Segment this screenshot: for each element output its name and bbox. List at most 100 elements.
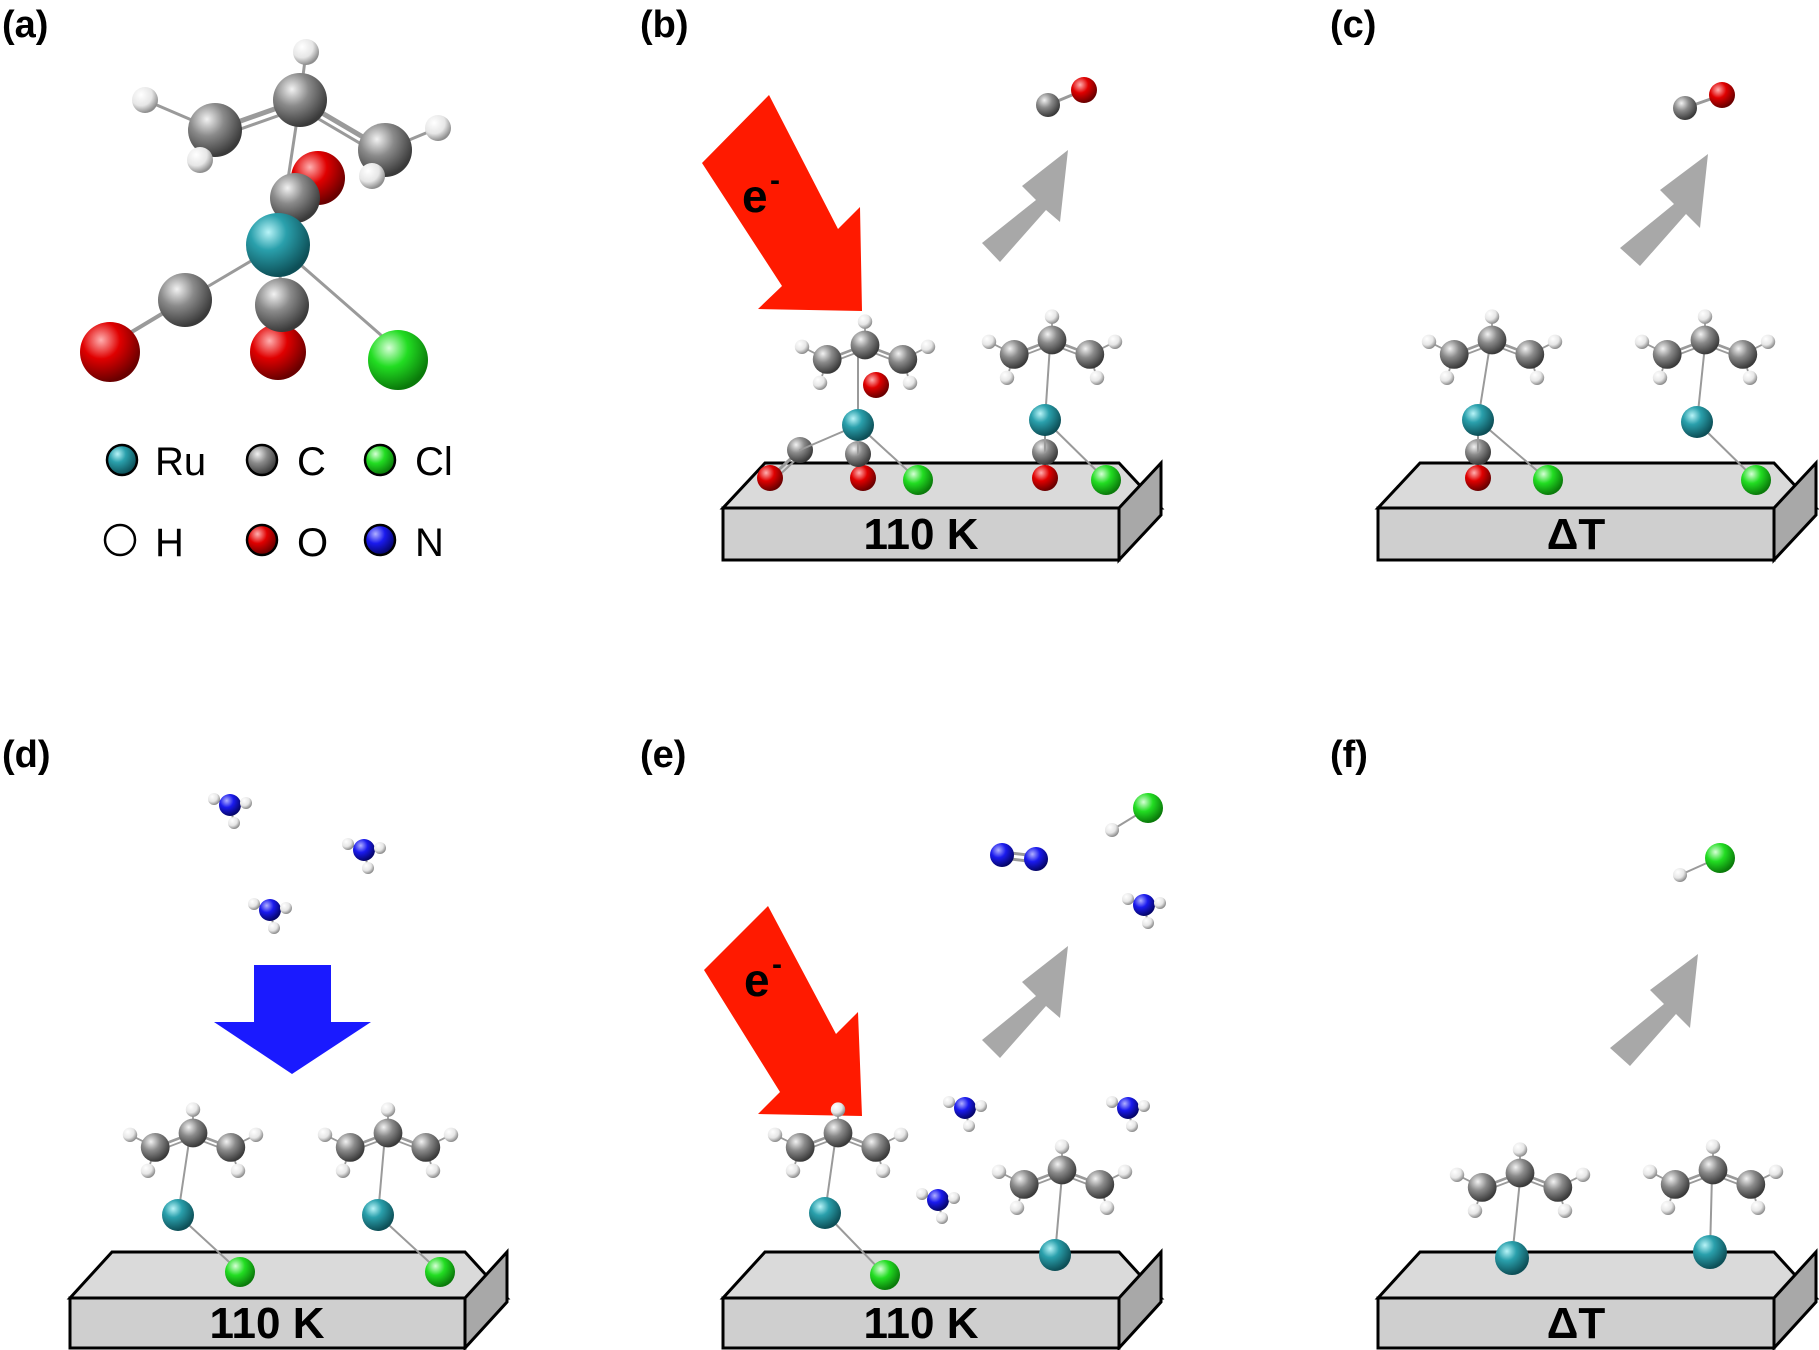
ruthenium-atom: [809, 1197, 841, 1229]
legend-ru-label: Ru: [155, 440, 206, 484]
surface-slab-d: 110 K: [66, 1248, 511, 1350]
ruthenium-atom: [842, 409, 874, 441]
hydrogen-atom: [1126, 1120, 1138, 1132]
desorption-arrow-c-body: [1620, 154, 1708, 266]
hydrogen-atom: [380, 1102, 396, 1117]
carbon-atom: [216, 1133, 246, 1162]
hydrogen-atom: [1467, 1203, 1483, 1219]
carbon-atom: [1047, 1155, 1077, 1185]
ruthenium-atom: [1693, 1235, 1727, 1269]
hydrogen-atom: [1421, 334, 1437, 349]
hydrogen-atom: [1044, 309, 1060, 324]
electron-label-b: e: [742, 170, 768, 222]
hydrogen-atom: [443, 1127, 459, 1143]
legend-h-marker: [103, 523, 137, 557]
chlorine-atom: [1533, 465, 1563, 495]
carbon-atom: [255, 278, 309, 332]
hydrogen-atom: [1768, 1164, 1784, 1180]
hydrogen-atom: [1642, 1164, 1658, 1180]
carbon-atom: [1660, 1170, 1690, 1199]
oxygen-atom: [80, 322, 140, 382]
surface-slab-e: 110 K: [719, 1248, 1165, 1350]
legend-c-label: C: [297, 440, 326, 484]
hydrogen-atom: [999, 370, 1015, 385]
hydrogen-atom: [187, 147, 213, 173]
ruthenium-atom: [1681, 406, 1713, 438]
carbon-atom: [1467, 1173, 1497, 1202]
electron-label-e: e: [744, 954, 770, 1006]
oxygen-atom: [1032, 465, 1058, 491]
surface-label-b: 110 K: [864, 510, 979, 559]
nitrogen-atom: [927, 1189, 949, 1211]
hydrogen-atom: [1154, 897, 1166, 909]
surface-label-e: 110 K: [864, 1299, 979, 1348]
hydrogen-atom: [1138, 1100, 1150, 1112]
oxygen-atom: [1709, 82, 1735, 108]
nitrogen-atom: [954, 1097, 976, 1119]
hydrogen-atom: [293, 39, 319, 65]
carbon-atom: [1036, 93, 1060, 117]
carbon-atom: [785, 1133, 815, 1162]
nitrogen-atom: [1133, 894, 1155, 916]
hydrogen-atom: [248, 1127, 264, 1143]
panel-label-f: (f): [1330, 734, 1368, 776]
hydrogen-atom: [936, 1212, 948, 1224]
hydrogen-atom: [240, 797, 252, 809]
oxygen-atom: [250, 324, 306, 380]
hydrogen-atom: [981, 334, 997, 349]
hydrogen-atom: [902, 375, 918, 390]
hydrogen-atom: [1099, 1200, 1115, 1216]
hydrogen-atom: [1089, 370, 1105, 385]
hydrogen-atom: [140, 1163, 156, 1179]
nitrogen-atom: [219, 794, 241, 816]
chlorine-atom: [1741, 465, 1771, 495]
legend-h-label: H: [155, 521, 184, 565]
ruthenium-atom: [1029, 404, 1061, 436]
carbon-atom: [1037, 325, 1067, 355]
carbon-atom: [373, 1118, 403, 1148]
hydrogen-atom: [812, 375, 828, 390]
hydrogen-atom: [1660, 1200, 1676, 1216]
hydrogen-atom: [280, 902, 292, 914]
carbon-atom: [1075, 340, 1105, 369]
hydrogen-atom: [893, 1127, 909, 1143]
carbon-atom: [1736, 1170, 1766, 1199]
ruthenium-atom: [362, 1199, 394, 1231]
hydrogen-atom: [916, 1188, 928, 1200]
hydrogen-atom: [875, 1163, 891, 1179]
legend-n-label: N: [415, 521, 444, 565]
hydrogen-atom: [1529, 370, 1545, 385]
hydrogen-atom: [1449, 1167, 1465, 1183]
hydrogen-atom: [948, 1192, 960, 1204]
surface-slab-f: ΔT: [1374, 1248, 1819, 1350]
carbon-atom: [850, 330, 880, 360]
hydrogen-atom: [132, 87, 158, 113]
ruthenium-atom: [162, 1199, 194, 1231]
hydrogen-atom: [1122, 893, 1134, 905]
oxygen-atom: [1071, 77, 1097, 103]
hydrogen-atom: [830, 1102, 846, 1117]
hydrogen-atom: [1547, 334, 1563, 349]
panel-label-c: (c): [1330, 4, 1376, 46]
carbon-atom: [1515, 340, 1545, 369]
panel-label-b: (b): [640, 4, 689, 46]
carbon-atom: [812, 345, 842, 374]
electron-charge-b: -: [770, 164, 780, 197]
hydrogen-atom: [1575, 1167, 1591, 1183]
chlorine-atom: [903, 465, 933, 495]
carbon-atom: [888, 345, 918, 374]
hydrogen-atom: [342, 838, 354, 850]
legend-cl-label: Cl: [415, 440, 453, 484]
electron-charge-e: -: [772, 948, 782, 981]
panel-label-d: (d): [2, 734, 51, 776]
oxygen-atom: [850, 465, 876, 491]
carbon-atom: [140, 1133, 170, 1162]
surface-slab-c: ΔT: [1374, 459, 1819, 564]
molecular-models: [80, 39, 1784, 1290]
carbon-atom: [1728, 340, 1758, 369]
nitrogen-atom: [1024, 847, 1048, 871]
carbon-atom: [158, 273, 212, 327]
hydrogen-atom: [767, 1127, 783, 1143]
chlorine-atom: [425, 1257, 455, 1287]
